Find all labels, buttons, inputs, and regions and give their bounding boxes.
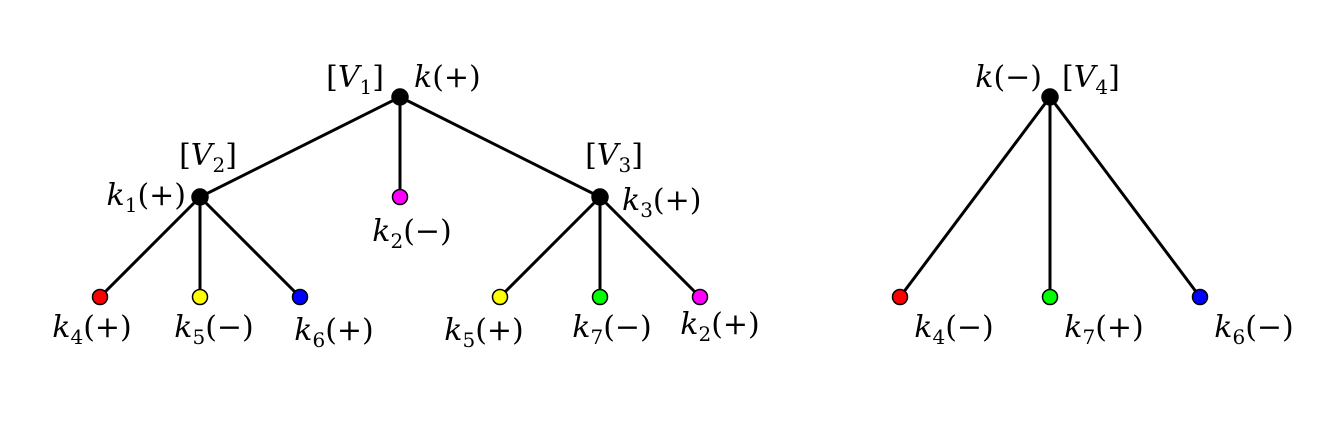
- node-t1-k6: [291, 288, 309, 306]
- vertex-label-t1-k1: [V2]: [179, 138, 237, 177]
- node-t1-root: [391, 88, 409, 106]
- node-t1-k4: [91, 288, 109, 306]
- label-t1-k6: k6(+): [294, 313, 373, 352]
- label-t2-k6: k6(−): [1214, 310, 1293, 349]
- edge-t1-root-t1-k3: [399, 95, 601, 199]
- node-t1-k3: [591, 188, 609, 206]
- edge-t1-k1-t1-k4: [98, 195, 202, 299]
- label-t1-k7: k7(−): [572, 310, 651, 349]
- label-t1-k5a: k5(−): [174, 310, 253, 349]
- label-t2-k7: k7(+): [1064, 310, 1143, 349]
- nodes-layer: [91, 88, 1209, 306]
- labels-layer: k(+) [V1] k1(+)[V2] k2(−) k3(+) [V3] k4(+) k5(−…: [52, 60, 1293, 352]
- vertex-label-t2-root: [V4]: [1062, 60, 1120, 99]
- node-t2-k7: [1041, 288, 1059, 306]
- edge-t1-k3-t1-k5b: [498, 195, 602, 299]
- vertex-label-t1-root: [V1]: [326, 60, 384, 99]
- node-t2-k6: [1191, 288, 1209, 306]
- label-t1-k2: k2(−): [372, 214, 451, 253]
- label-t2-k4: k4(−): [914, 310, 993, 349]
- label-t1-k5b: k5(+): [444, 313, 523, 352]
- edges-layer: [98, 95, 1202, 299]
- label-t1-root: k(+): [414, 60, 481, 95]
- edge-t1-root-t1-k1: [199, 95, 401, 199]
- edge-t2-root-t2-k4: [898, 96, 1052, 298]
- node-t1-k2: [391, 188, 409, 206]
- node-t2-k4: [891, 288, 909, 306]
- edge-t1-k3-t1-k2b: [598, 195, 702, 299]
- label-t1-k1: k1(+): [107, 178, 186, 217]
- node-t1-k2b: [691, 288, 709, 306]
- node-t1-k1: [191, 188, 209, 206]
- label-t1-k4: k4(+): [52, 310, 131, 349]
- node-t1-k5a: [191, 288, 209, 306]
- edge-t1-k1-t1-k6: [198, 195, 302, 299]
- label-t1-k2b: k2(+): [680, 307, 759, 346]
- node-t2-root: [1041, 88, 1059, 106]
- edge-t2-root-t2-k6: [1048, 96, 1202, 298]
- node-t1-k7: [591, 288, 609, 306]
- vertex-label-t1-k3: [V3]: [585, 138, 643, 177]
- label-t2-root: k(−): [975, 60, 1042, 95]
- label-t1-k3: k3(+): [622, 183, 701, 222]
- node-t1-k5b: [491, 288, 509, 306]
